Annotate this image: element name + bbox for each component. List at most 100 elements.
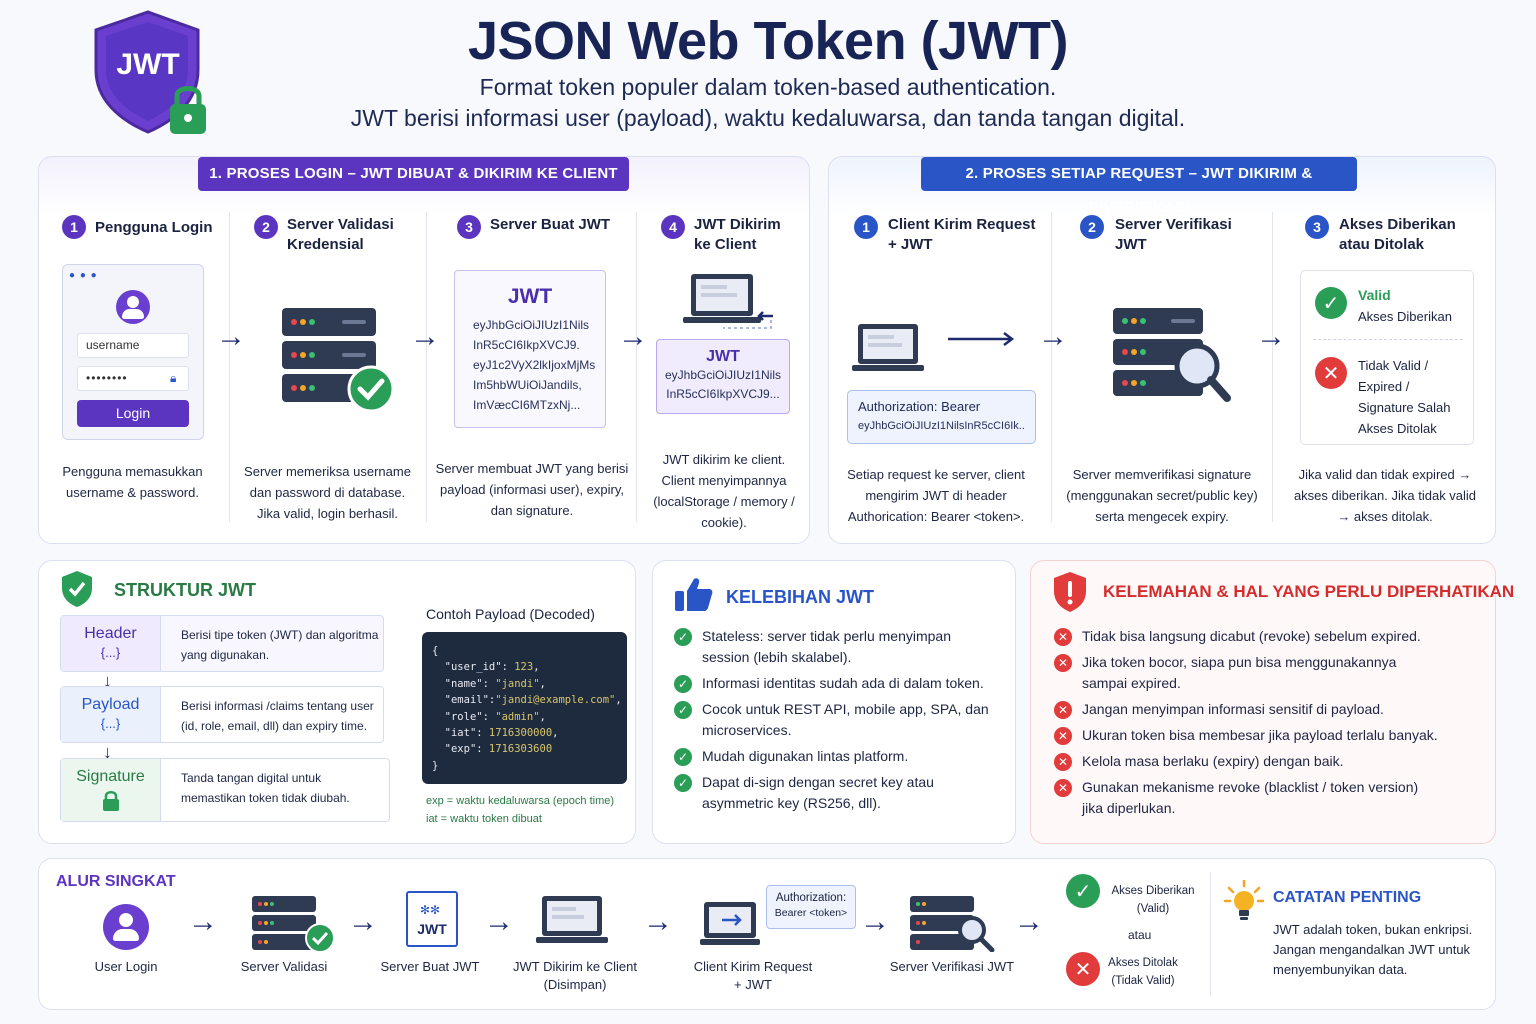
server-check-icon — [252, 896, 336, 954]
check-circle-icon: ✓ — [674, 628, 692, 646]
thumbs-up-icon — [674, 576, 714, 612]
advantage-item: ✓Informasi identitas sudah ada di dalam … — [674, 673, 994, 694]
flow-result-no: Akses Ditolak (Tidak Valid) — [1108, 957, 1178, 987]
auth-header-label: Authorization: Bearer — [858, 399, 981, 414]
server-verify-icon — [910, 896, 996, 953]
check-circle-icon: ✓ — [674, 701, 692, 719]
weakness-item: ✕Gunakan mekanisme revoke (blacklist / t… — [1054, 777, 1424, 819]
access-result-box: ✓ Valid Akses Diberikan ✕ Tidak Valid / … — [1300, 270, 1474, 445]
jwt-document-title: JWT — [507, 285, 553, 308]
flow-step-label: User Login — [94, 959, 158, 974]
laptop-send-icon — [700, 900, 768, 948]
jwt-token-box: JWT eyJhbGciOiJIUzI1Nils InR5cCI6IkpXVCJ… — [656, 339, 790, 414]
authorization-header-box: Authorization: Bearer eyJhbGciOiJIUzI1Ni… — [847, 390, 1036, 444]
password-input[interactable]: •••••••• — [77, 366, 189, 391]
page-title: JSON Web Token (JWT) — [467, 11, 1069, 71]
weakness-item: ✕Jangan menyimpan informasi sensitif di … — [1054, 699, 1474, 720]
jwt-line: Im5hbWUiOiJandils, — [473, 378, 582, 392]
request-process-ribbon: 2. PROSES SETIAP REQUEST – JWT DIKIRIM &… — [921, 157, 1357, 216]
flow-title: ALUR SINGKAT — [56, 873, 176, 890]
result-invalid-line: Signature Salah — [1358, 400, 1451, 415]
x-circle-icon: ✕ — [1054, 727, 1072, 745]
step-number: 1 — [854, 215, 878, 239]
arrow-down-icon: ↓ — [103, 671, 112, 691]
server-verify-icon — [1113, 308, 1231, 404]
flow-auth-box: Authorization: Bearer <token> — [766, 885, 856, 929]
step-title: Server Buat JWT — [490, 216, 611, 233]
jwt-file-label: JWT — [417, 921, 447, 937]
result-invalid-line: Tidak Valid / — [1358, 358, 1429, 373]
lightbulb-icon — [1223, 879, 1265, 922]
flow-step-label: JWT Dikirim ke Client (Disimpan) — [513, 959, 637, 992]
arrow-right-icon: → — [1256, 320, 1286, 353]
arrow-right-icon: → — [618, 320, 648, 353]
jwt-line: eyJ1c2VyX2lkIjoxMjMs — [473, 358, 596, 372]
payload-role: admin — [501, 710, 534, 723]
advantage-item: ✓Mudah digunakan lintas platform. — [674, 746, 994, 767]
x-circle-icon: ✕ — [1054, 654, 1072, 672]
divider — [636, 212, 637, 522]
lock-icon — [102, 791, 119, 811]
jwt-token-title: JWT — [706, 348, 740, 365]
flow-step-label: Server Buat JWT — [380, 959, 480, 974]
user-avatar-icon — [103, 904, 149, 950]
payload-example-title: Contoh Payload (Decoded) — [426, 606, 595, 622]
step-title: Client Kirim Request + JWT — [888, 216, 1036, 253]
flow-step-label: Client Kirim Request + JWT — [693, 959, 813, 992]
note-text: JWT adalah token, bukan enkripsi. Jangan… — [1273, 922, 1473, 977]
part-desc: Tanda tangan digital untuk memastikan to… — [181, 771, 350, 805]
part-desc: Berisi informasi /claims tentang user (i… — [181, 699, 374, 733]
step-number: 4 — [661, 215, 685, 239]
step-description: Server memeriksa username dan password d… — [244, 464, 411, 521]
part-name: Header — [84, 625, 137, 642]
advantage-item: ✓Cocok untuk REST API, mobile app, SPA, … — [674, 699, 994, 741]
weaknesses-title: KELEMAHAN & HAL YANG PERLU DIPERHATIKAN — [1103, 582, 1515, 601]
payload-code-block: { "user_id": 123, "name": "jandi", "emai… — [422, 632, 627, 784]
jwt-line: eyJhbGciOiJIUzI1Nils — [664, 368, 782, 382]
jwt-line: ImVæcCI6MTzxNj... — [473, 398, 581, 412]
divider — [426, 212, 427, 522]
part-name: Signature — [76, 768, 145, 785]
step-description: Server membuat JWT yang berisi payload (… — [435, 461, 629, 518]
x-circle-icon: ✕ — [1066, 952, 1100, 986]
step-description: JWT dikirim ke client. Client menyimpann… — [653, 452, 795, 530]
step-title: JWT Dikirim ke Client — [694, 216, 781, 253]
login-button[interactable]: Login — [77, 400, 189, 427]
check-circle-icon: ✓ — [1315, 287, 1347, 319]
step-number: 3 — [457, 215, 481, 239]
shield-check-icon — [60, 570, 94, 608]
step-number: 1 — [62, 215, 86, 239]
flow-step-label: Server Validasi — [240, 959, 328, 974]
advantages-title: KELEBIHAN JWT — [726, 587, 874, 607]
structure-header: Header {...} Berisi tipe token (JWT) dan… — [60, 615, 384, 672]
payload-email: jandi@example.com — [501, 694, 610, 707]
lock-icon: 🔒︎ — [170, 371, 177, 385]
jwt-line: eyJhbGciOiJIUzI1Nils — [473, 318, 590, 332]
username-input[interactable]: username — [77, 333, 189, 358]
jwt-file-icon: ✻✻ JWT — [406, 891, 458, 947]
result-invalid-line: Akses Ditolak — [1358, 421, 1437, 436]
arrow-right-icon: → — [643, 905, 673, 938]
arrow-right-icon: → — [860, 905, 890, 938]
arrow-right-icon: → — [216, 320, 246, 353]
check-circle-icon: ✓ — [674, 774, 692, 792]
advantages-panel — [652, 560, 1016, 844]
part-name: Payload — [81, 696, 140, 713]
jwt-shield-logo: JWT — [88, 8, 218, 138]
flow-auth-label: Authorization: — [775, 892, 847, 904]
x-circle-icon: ✕ — [1054, 779, 1072, 797]
flow-result-ok: Akses Diberikan (Valid) — [1111, 885, 1195, 915]
payload-exp: 1716303600 — [488, 743, 553, 756]
step-description: Jika valid dan tidak expired → akses dib… — [1293, 467, 1477, 524]
step-title: Server Validasi Kredensial — [287, 216, 394, 253]
login-form-card: ● ● ● username •••••••• 🔒︎ Login — [62, 264, 204, 440]
arrow-right-icon: → — [348, 905, 378, 938]
arrow-down-icon: ↓ — [103, 742, 112, 762]
divider — [229, 212, 230, 522]
check-circle-icon: ✓ — [1066, 874, 1100, 908]
check-circle-icon: ✓ — [674, 748, 692, 766]
payload-iat: 1716300000 — [488, 727, 553, 740]
laptop-icon — [536, 896, 608, 946]
step-description: Server memverifikasi signature (mengguna… — [1066, 467, 1258, 524]
x-circle-icon: ✕ — [1054, 701, 1072, 719]
